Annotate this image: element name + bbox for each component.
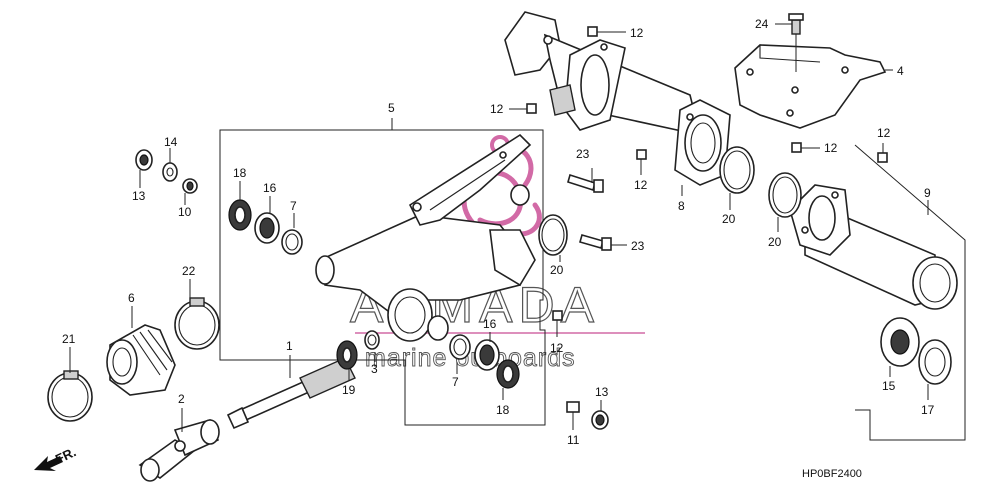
bolt-10	[182, 178, 198, 194]
callout-13-top: 13	[132, 189, 146, 203]
callout-17: 17	[921, 403, 935, 417]
callout-12-d: 12	[824, 141, 838, 155]
callout-1: 1	[286, 339, 293, 353]
bearing-18-right	[496, 359, 520, 389]
callout-21: 21	[62, 332, 76, 346]
callout-6: 6	[128, 291, 135, 305]
bracket-plate	[734, 13, 887, 129]
callout-7-right: 7	[452, 375, 459, 389]
nut-13-top	[135, 149, 153, 171]
clamp-band-large	[47, 370, 93, 422]
drive-shaft	[226, 357, 356, 430]
seal-17	[918, 339, 952, 385]
callout-23-b: 23	[631, 239, 645, 253]
callout-24: 24	[755, 17, 769, 31]
callout-15: 15	[882, 379, 896, 393]
callout-19: 19	[342, 383, 356, 397]
drive-shaft-tube	[789, 184, 958, 310]
swingarm	[315, 133, 536, 342]
callout-12-f: 12	[550, 341, 564, 355]
callout-20-b: 20	[722, 212, 736, 226]
callout-12-a: 12	[630, 26, 644, 40]
washer-14	[162, 162, 178, 182]
bearing-15	[880, 317, 920, 367]
callout-10: 10	[178, 205, 192, 219]
callout-22: 22	[182, 264, 196, 278]
callout-23-a: 23	[576, 147, 590, 161]
bearing-16-right	[474, 339, 500, 371]
callout-9: 9	[924, 186, 931, 200]
callout-20-c: 20	[768, 235, 782, 249]
callout-3: 3	[371, 362, 378, 376]
seal-7-left	[281, 229, 303, 255]
spring-3	[364, 330, 380, 350]
universal-joint	[138, 419, 220, 482]
callout-12-b: 12	[490, 102, 504, 116]
callout-5: 5	[388, 101, 395, 115]
o-ring-20-c	[768, 172, 802, 218]
swingarm-group-frame	[219, 129, 546, 426]
callout-13-bottom: 13	[595, 385, 609, 399]
callout-labels: 1 2 3 4 5 6 7 7 8 9 10 11 12 12 12 12 12…	[62, 17, 935, 447]
callout-12-c: 12	[634, 178, 648, 192]
bolt-23-upper	[567, 173, 604, 193]
bolt-23-lower	[579, 234, 612, 251]
callout-2: 2	[178, 392, 185, 406]
callout-20-a: 20	[550, 263, 564, 277]
nut-13-bottom	[591, 410, 609, 430]
clamp-band-small	[174, 297, 220, 350]
callout-7-left: 7	[290, 199, 297, 213]
axle-tube-housing	[504, 11, 731, 186]
callout-8: 8	[678, 199, 685, 213]
callout-16-left: 16	[263, 181, 277, 195]
callout-14: 14	[164, 135, 178, 149]
callout-18-left: 18	[233, 166, 247, 180]
final-drive-group-frame	[854, 144, 966, 441]
callout-11: 11	[567, 433, 580, 447]
leader-lines	[69, 23, 929, 432]
boot	[106, 324, 176, 396]
o-ring-20-b	[719, 146, 755, 194]
bearing-19	[336, 340, 358, 370]
callout-16-right: 16	[483, 317, 497, 331]
seal-7-right	[449, 334, 471, 360]
callout-12-e: 12	[877, 126, 891, 140]
callout-18-right: 18	[496, 403, 510, 417]
front-direction-arrow-icon: FR.	[34, 444, 78, 471]
diagram-code: HP0BF2400	[802, 468, 862, 480]
o-ring-20-a	[538, 214, 568, 256]
callout-4: 4	[897, 64, 904, 78]
bearing-16-left	[254, 212, 280, 244]
front-label: FR.	[53, 444, 78, 466]
bearing-18-left	[228, 199, 252, 231]
